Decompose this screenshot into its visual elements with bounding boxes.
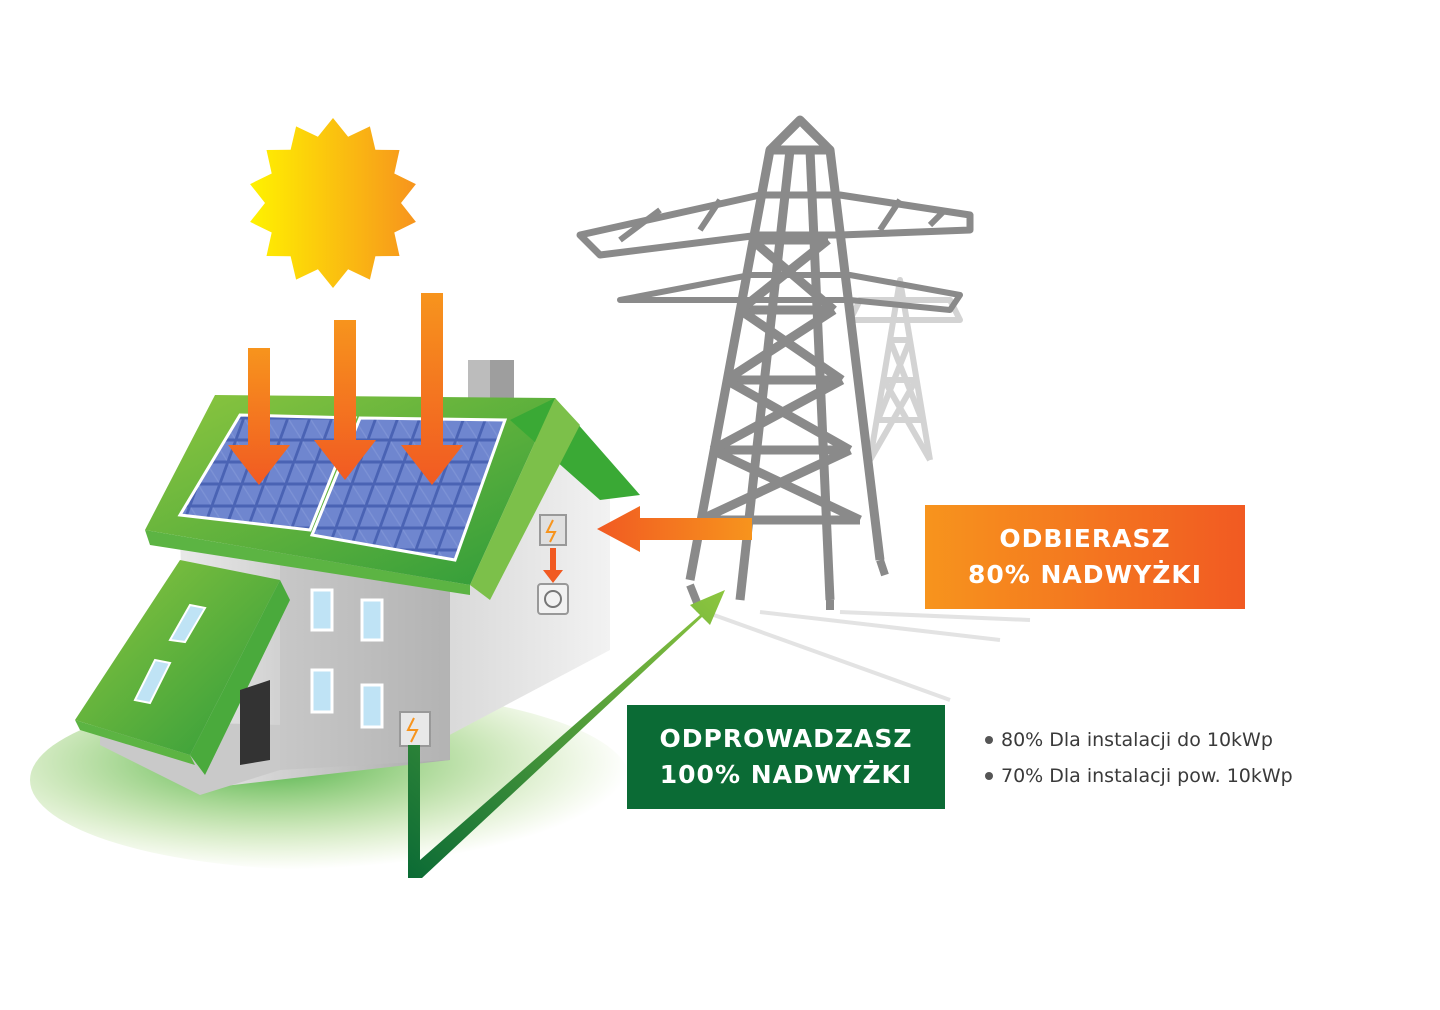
note-text: 70% Dla instalacji pow. 10kWp bbox=[1001, 765, 1293, 787]
list-item: 80% Dla instalacji do 10kWp bbox=[985, 722, 1293, 758]
meter-to-socket-arrow bbox=[543, 548, 563, 583]
list-item: 70% Dla instalacji pow. 10kWp bbox=[985, 758, 1293, 794]
notes-list: 80% Dla instalacji do 10kWp 70% Dla inst… bbox=[985, 722, 1293, 794]
receive-label-line2: 80% NADWYŻKI bbox=[967, 560, 1203, 589]
meter-box-icon bbox=[539, 514, 567, 546]
receive-surplus-label: ODBIERASZ 80% NADWYŻKI bbox=[925, 505, 1245, 609]
send-label-line2: 100% NADWYŻKI bbox=[659, 760, 913, 789]
grid-to-house-arrow bbox=[597, 506, 752, 552]
note-text: 80% Dla instalacji do 10kWp bbox=[1001, 729, 1273, 751]
bullet-icon bbox=[985, 736, 993, 744]
power-tower-icon bbox=[576, 115, 974, 612]
sun-icon bbox=[250, 118, 416, 288]
house-to-grid-arrow bbox=[408, 590, 725, 878]
tower-shadow bbox=[699, 608, 1031, 702]
send-label-line1: ODPROWADZASZ bbox=[659, 724, 913, 753]
sunlight-arrows bbox=[228, 293, 463, 485]
socket-icon bbox=[537, 583, 569, 615]
send-surplus-label: ODPROWADZASZ 100% NADWYŻKI bbox=[627, 705, 945, 809]
receive-label-line1: ODBIERASZ bbox=[999, 524, 1171, 553]
bullet-icon bbox=[985, 772, 993, 780]
